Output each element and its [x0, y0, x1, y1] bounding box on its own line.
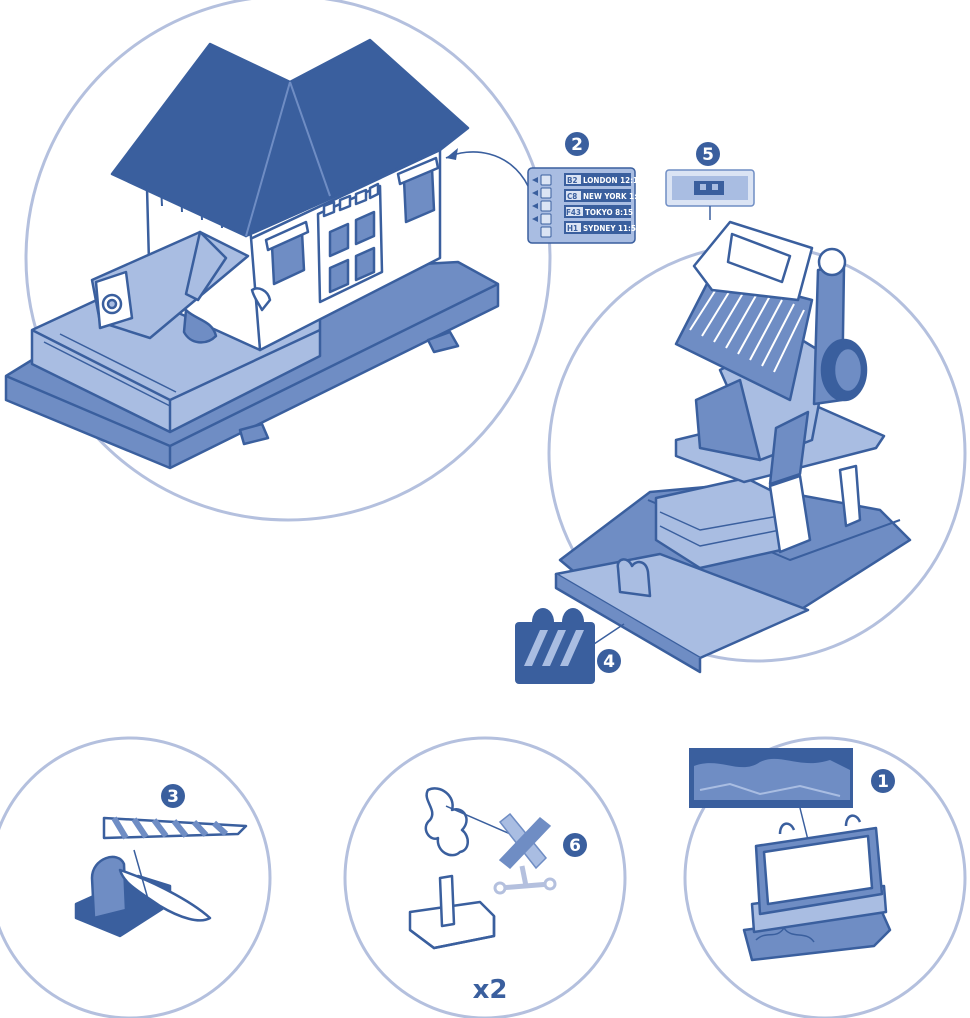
- station-building: [4, 38, 500, 470]
- callout-6: 6: [563, 833, 587, 857]
- signal-post: [408, 787, 525, 950]
- callout-3-label: 3: [167, 787, 179, 807]
- callout-4: 4: [597, 649, 621, 673]
- callout-5: 5: [696, 142, 720, 166]
- board-rows: B2 LONDON 12:10 C8 NEW YORK 1:30 F43 TOK…: [564, 173, 647, 234]
- crossing-sign-6: [493, 812, 557, 895]
- board-code-3: H1: [567, 224, 578, 233]
- callout-1: 1: [871, 769, 895, 793]
- callout-4-label: 4: [603, 652, 615, 672]
- callout-3: 3: [161, 784, 185, 808]
- callout-5-label: 5: [702, 145, 714, 165]
- board-text-2: TOKYO 8:15: [585, 208, 633, 217]
- station-circle: [24, 0, 552, 522]
- callout-1-label: 1: [877, 772, 889, 792]
- board-text-0: LONDON 12:10: [583, 176, 643, 185]
- callout-6-label: 6: [569, 836, 581, 856]
- sticker-5: [665, 169, 755, 220]
- departure-board: B2 LONDON 12:10 C8 NEW YORK 1:30 F43 TOK…: [527, 167, 647, 244]
- barrier-gate: [74, 816, 248, 938]
- board-arrow-head: [446, 148, 458, 160]
- board-code-1: C8: [567, 192, 577, 201]
- signal-circle: [343, 736, 627, 1018]
- board-icons: [532, 174, 552, 238]
- board-text-3: SYDNEY 11:55: [583, 224, 641, 233]
- callout-2: 2: [565, 132, 589, 156]
- gate-circle: [0, 736, 272, 1018]
- billboard-sticker: [689, 748, 853, 857]
- callout-2-label: 2: [571, 135, 583, 155]
- signal-tower: [554, 220, 912, 674]
- quantity-label: x2: [473, 975, 508, 1005]
- brick-piece-4: [515, 608, 625, 684]
- billboard-circle: [683, 736, 967, 1018]
- board-leader-arrow: [445, 151, 529, 187]
- billboard-stand: [742, 814, 892, 962]
- board-code-2: F43: [566, 208, 581, 217]
- board-text-1: NEW YORK 1:30: [583, 192, 647, 201]
- board-code-0: B2: [567, 176, 578, 185]
